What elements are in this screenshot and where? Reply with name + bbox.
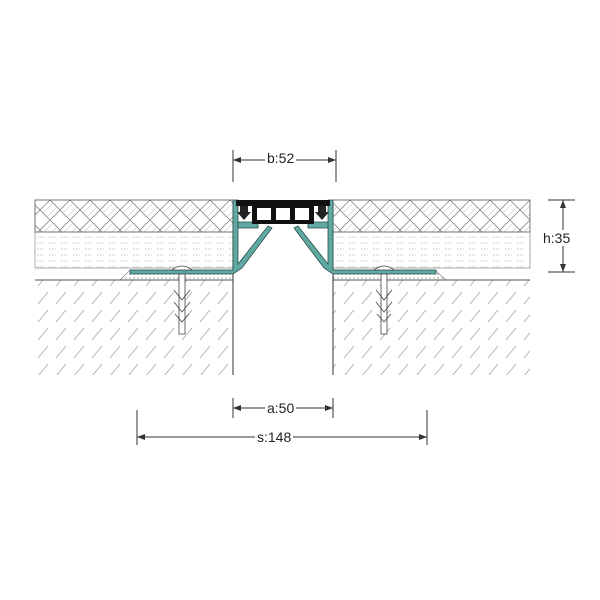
dimension-arrows — [137, 157, 566, 440]
dimension-h-label: h:35 — [541, 230, 573, 246]
left-slab — [34, 199, 234, 375]
dimension-s-label: s:148 — [255, 429, 294, 445]
dimension-b-label: b:52 — [265, 150, 297, 166]
right-slab — [332, 199, 531, 375]
right-anchor-screw — [372, 265, 396, 335]
dimension-a-label: a:50 — [265, 400, 297, 416]
rubber-insert — [236, 200, 330, 224]
left-anchor-screw — [170, 265, 194, 335]
